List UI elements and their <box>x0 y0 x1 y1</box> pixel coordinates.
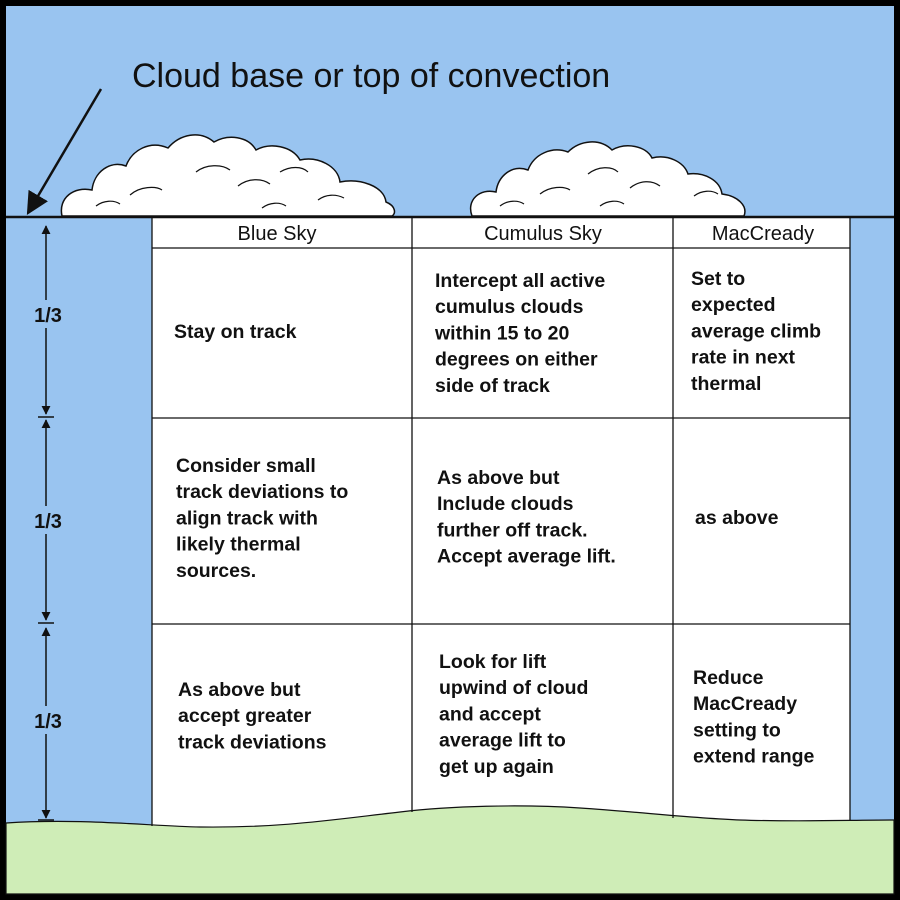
cell-text-line: Look for lift <box>439 651 547 673</box>
cell-text-line: further off track. <box>437 519 588 541</box>
cell-text-line: Include clouds <box>437 493 574 515</box>
column-header-blue-sky: Blue Sky <box>238 223 317 245</box>
arrow-icon <box>26 88 103 215</box>
cell-text-line: expected <box>691 294 776 316</box>
cell-text-line: track deviations <box>178 731 327 753</box>
column-header-cumulus-sky: Cumulus Sky <box>484 223 602 245</box>
cell-text-line: Reduce <box>693 667 764 689</box>
height-third-label-bottom: 1/3 <box>34 711 62 733</box>
cell-text-line: track deviations to <box>176 481 348 503</box>
cell-text-line: rate in next <box>691 347 796 369</box>
height-third-label-top: 1/3 <box>34 305 62 327</box>
cell-text-line: sources. <box>176 560 256 582</box>
cell-top-blue-sky: Stay on track <box>174 321 297 343</box>
cell-text-line: thermal <box>691 373 761 395</box>
cell-bottom-cumulus-sky: Look for lift upwind of cloud and accept av… <box>439 651 588 778</box>
cell-text-line: within 15 to 20 <box>434 322 570 344</box>
ground <box>5 805 895 895</box>
cell-top-maccready: Set to expected average climb rate in next t… <box>691 268 821 395</box>
cell-middle-blue-sky: Consider small track deviations to align t… <box>176 455 348 582</box>
cloud-icon <box>60 134 396 217</box>
cell-text-line: extend range <box>693 746 815 768</box>
column-header-maccready: MacCready <box>712 223 814 245</box>
cell-text-line: Intercept all active <box>435 270 605 292</box>
cell-text-line: As above but <box>437 467 560 489</box>
cell-text-line: cumulus clouds <box>435 296 584 318</box>
cell-text-line: As above but <box>178 679 301 701</box>
table-grid <box>151 217 851 826</box>
cell-text-line: as above <box>695 507 779 529</box>
cell-text-line: MacCready <box>693 693 797 715</box>
cell-text-line: upwind of cloud <box>439 677 588 699</box>
cell-text-line: side of track <box>435 375 550 397</box>
cell-text-line: average lift to <box>439 730 566 752</box>
cell-text-line: Stay on track <box>174 321 297 343</box>
cell-text-line: and accept <box>439 703 541 725</box>
strategy-table <box>152 217 850 827</box>
cell-text-line: accept greater <box>178 705 312 727</box>
cell-text-line: setting to <box>693 719 781 741</box>
cell-text-line: Consider small <box>176 455 316 477</box>
cell-bottom-blue-sky: As above but accept greater track deviatio… <box>178 679 327 753</box>
height-third-label-middle: 1/3 <box>34 511 62 533</box>
cell-text-line: likely thermal <box>176 534 301 556</box>
diagram-title: Cloud base or top of convection <box>132 57 610 95</box>
cell-text-line: get up again <box>439 756 554 778</box>
cell-text-line: Accept average lift. <box>437 546 616 568</box>
cell-top-cumulus-sky: Intercept all active cumulus clouds within… <box>434 270 605 397</box>
cell-text-line: average climb <box>691 320 821 342</box>
cell-middle-maccready: as above <box>695 507 779 529</box>
cell-text-line: align track with <box>176 507 318 529</box>
cell-text-line: Set to <box>691 268 745 290</box>
cloud-icon <box>469 141 746 217</box>
cell-text-line: degrees on either <box>435 349 598 371</box>
